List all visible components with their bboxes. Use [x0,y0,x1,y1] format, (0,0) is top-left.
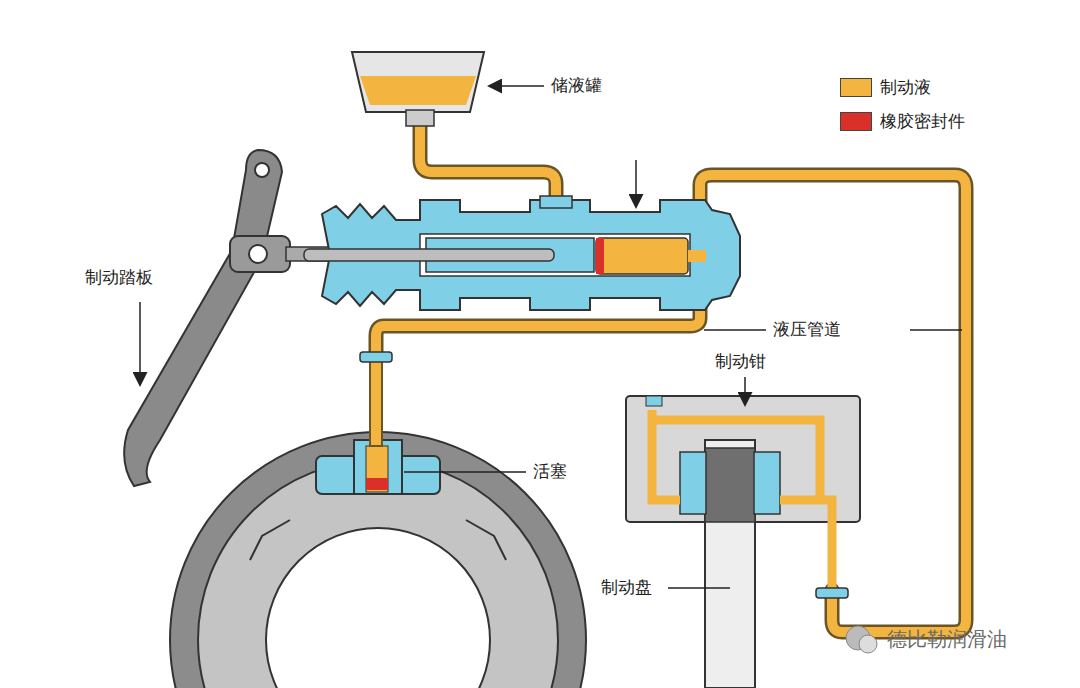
disc-label: 制动盘 [598,576,655,598]
legend-text: 制动液 [880,76,931,99]
watermark: 德比勒润滑油 [884,626,1010,652]
pipe-label: 液压管道 [770,318,844,340]
caliper-label: 制动钳 [712,350,769,372]
pedal-label: 制动踏板 [82,266,156,288]
legend-swatch [840,78,872,97]
legend-text: 橡胶密封件 [880,110,965,133]
piston-label: 活塞 [530,460,570,482]
legend-row: 制动液 [840,76,931,99]
reservoir-label: 储液罐 [548,74,605,96]
legend-row: 橡胶密封件 [840,110,965,133]
legend-swatch [840,112,872,131]
